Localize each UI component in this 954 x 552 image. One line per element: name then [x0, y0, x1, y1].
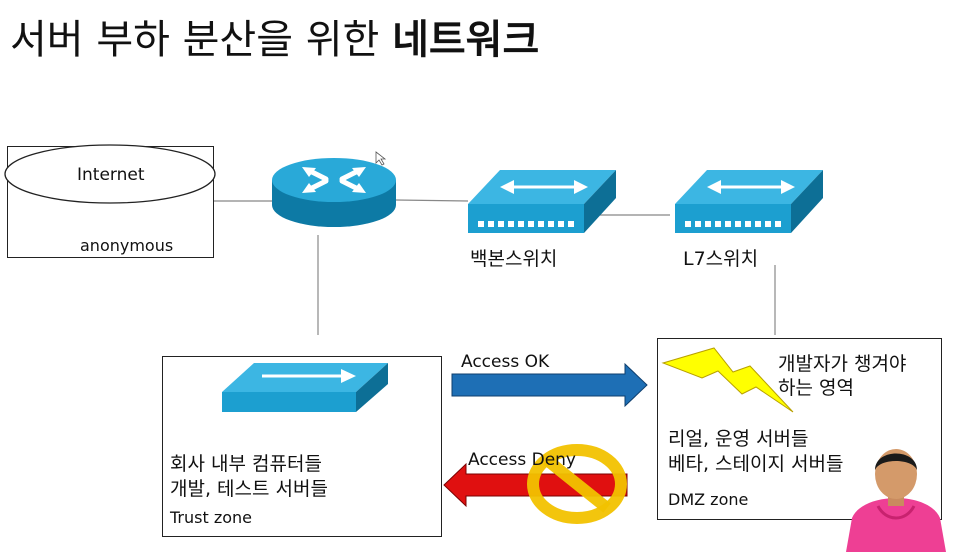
trust-switch-icon [222, 363, 388, 412]
l7-switch-label: L7스위치 [683, 248, 759, 270]
lightning-icon [661, 347, 794, 413]
presenter-video-icon [846, 449, 946, 552]
l7-switch-icon [675, 170, 823, 233]
dmz-note-line2: 하는 영역 [778, 377, 854, 399]
access-ok-arrow [451, 362, 648, 408]
access-ok-label: Access OK [461, 352, 550, 372]
page-title: 서버 부하 분산을 위한 네트워크 [10, 17, 540, 63]
router-icon [272, 158, 396, 227]
internet-cloud-ellipse [4, 144, 216, 204]
link-router-backbone [395, 199, 469, 202]
internet-sublabel: anonymous [80, 236, 174, 255]
trust-zone-line2: 개발, 테스트 서버들 [170, 478, 328, 500]
access-deny-label: Access Deny [468, 450, 576, 470]
trust-zone-label: Trust zone [170, 508, 253, 527]
dmz-zone-line1: 리얼, 운영 서버들 [668, 428, 809, 450]
backbone-switch-label: 백본스위치 [470, 248, 558, 270]
prohibit-icon [527, 444, 627, 524]
dmz-note-line1: 개발자가 챙겨야 [778, 353, 907, 375]
internet-label: Internet [77, 165, 145, 185]
backbone-switch-icon [468, 170, 616, 233]
trust-zone-line1: 회사 내부 컴퓨터들 [170, 453, 322, 475]
mouse-cursor-icon [375, 151, 387, 166]
dmz-zone-line2: 베타, 스테이지 서버들 [668, 453, 844, 475]
dmz-zone-label: DMZ zone [668, 490, 749, 509]
